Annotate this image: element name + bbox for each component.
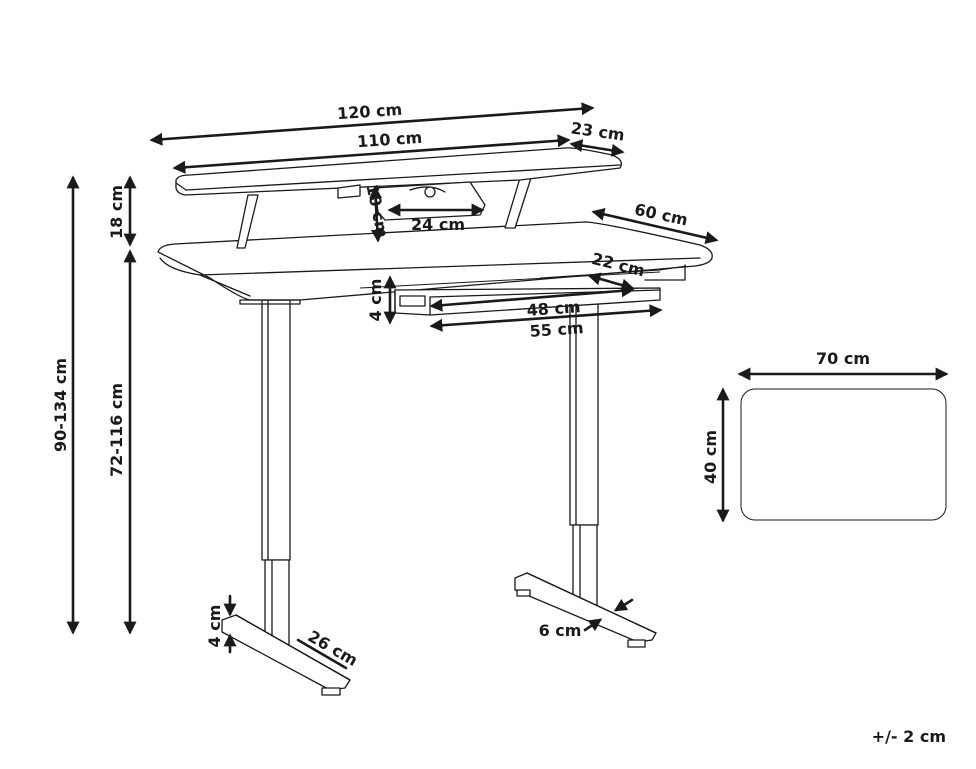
dim-line-foot-length	[296, 638, 348, 670]
label-foot-width: 6 cm	[539, 621, 582, 640]
label-shelf-width: 110 cm	[356, 128, 422, 151]
label-total-height: 90-134 cm	[51, 358, 70, 452]
label-drawer-inner: 48 cm	[526, 297, 581, 320]
dim-line-foot-width-a	[583, 618, 603, 632]
label-desk-height: 72-116 cm	[107, 383, 126, 477]
label-shelf-height: 18 cm	[107, 185, 126, 239]
label-mat-width: 70 cm	[816, 349, 870, 368]
label-shelf-depth: 23 cm	[570, 118, 626, 144]
dim-line-shelf-depth	[569, 139, 625, 157]
dim-line-desk-depth	[591, 207, 719, 245]
dimension-lines	[66, 102, 949, 670]
desk-mat	[740, 388, 947, 521]
dim-line-drawer-inner	[429, 284, 635, 312]
left-leg	[261, 299, 291, 651]
dim-line-shelf-gap	[369, 185, 384, 243]
label-top-width: 120 cm	[336, 100, 402, 123]
dim-line-foot-width-b	[613, 598, 634, 612]
label-foot-height: 4 cm	[205, 605, 224, 648]
desk-top	[157, 221, 713, 305]
label-drawer-outer: 55 cm	[529, 318, 584, 341]
label-tolerance: +/- 2 cm	[872, 727, 946, 746]
right-leg	[569, 299, 599, 606]
label-mat-height: 40 cm	[701, 430, 720, 484]
label-shelf-inner: 24 cm	[411, 215, 465, 234]
dimension-labels: 120 cm 110 cm 23 cm 18 cm 10 cm 24 cm 60…	[51, 100, 946, 746]
right-foot	[514, 572, 657, 648]
dim-line-drawer-depth	[587, 272, 635, 292]
dim-line-drawer-outer	[429, 304, 663, 332]
dim-line-shelf-width	[172, 134, 571, 174]
label-desk-depth: 60 cm	[633, 200, 690, 230]
label-drawer-height: 4 cm	[366, 279, 385, 322]
